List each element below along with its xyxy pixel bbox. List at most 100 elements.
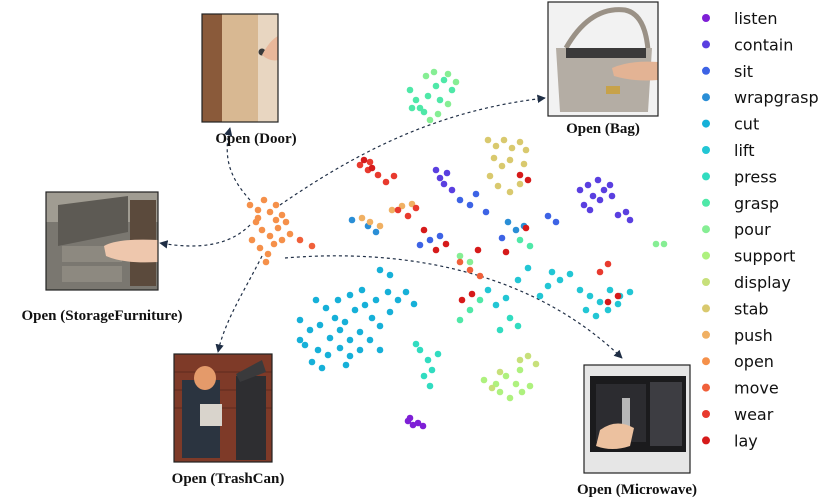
point-support-2: [502, 372, 510, 380]
point-support-1: [492, 380, 500, 388]
series-press: [412, 314, 522, 390]
point-cut-34: [342, 361, 350, 369]
point-open-7: [258, 226, 266, 234]
point-cut-31: [312, 296, 320, 304]
point-cut-9: [324, 351, 332, 359]
point-lift-11: [566, 270, 574, 278]
point-cut-21: [386, 308, 394, 316]
point-listen-2: [414, 419, 422, 427]
arrow-to-door: [224, 127, 251, 201]
point-stab-4: [516, 138, 524, 146]
point-cut-8: [314, 346, 322, 354]
point-wear-10: [604, 260, 612, 268]
legend-item-open: open: [702, 352, 774, 371]
point-cut-0: [296, 316, 304, 324]
point-lift-17: [502, 294, 510, 302]
point-cut-29: [334, 296, 342, 304]
point-open-18: [254, 214, 262, 222]
point-wrapgrasp-5: [372, 228, 380, 236]
point-pour-10: [466, 258, 474, 266]
point-cut-11: [346, 352, 354, 360]
legend-label-stab: stab: [734, 299, 769, 318]
point-lay-9: [614, 292, 622, 300]
point-pour-8: [660, 240, 668, 248]
point-pour-5: [434, 110, 442, 118]
point-stab-0: [484, 136, 492, 144]
point-sit-0: [456, 196, 464, 204]
point-grasp-11: [466, 306, 474, 314]
series-sit: [416, 190, 560, 249]
point-grasp-9: [408, 104, 416, 112]
photo-trashcan: [173, 353, 273, 463]
point-press-2: [428, 366, 436, 374]
legend-marker-sit: [702, 66, 710, 75]
caption-storagefurniture: Open (StorageFurniture): [22, 308, 183, 324]
point-cut-22: [394, 296, 402, 304]
point-grasp-2: [416, 104, 424, 112]
point-move-4: [476, 272, 484, 280]
legend-label-wrapgrasp: wrapgrasp: [734, 88, 819, 107]
series-listen: [404, 414, 427, 430]
point-press-9: [514, 322, 522, 330]
point-sit-5: [544, 212, 552, 220]
series-display: [488, 352, 540, 392]
legend-label-cut: cut: [734, 115, 759, 134]
point-open-17: [262, 258, 270, 266]
point-lay-3: [442, 240, 450, 248]
photo-microwave: [583, 364, 691, 474]
point-grasp-14: [526, 242, 534, 250]
point-lift-8: [604, 306, 612, 314]
point-cut-33: [386, 271, 394, 279]
point-move-3: [466, 266, 474, 274]
point-sit-6: [552, 218, 560, 226]
point-listen-1: [409, 421, 417, 429]
point-lift-15: [524, 264, 532, 272]
point-lift-18: [492, 301, 500, 309]
point-contain-13: [440, 180, 448, 188]
legend-item-listen: listen: [702, 9, 777, 28]
point-contain-15: [614, 211, 622, 219]
point-push-1: [366, 218, 374, 226]
point-stab-11: [506, 188, 514, 196]
legend-item-grasp: grasp: [702, 194, 779, 213]
legend-marker-display: [702, 278, 710, 286]
point-pour-4: [426, 116, 434, 124]
legend-marker-listen: [702, 14, 710, 22]
point-press-1: [424, 356, 432, 364]
photo-bag: [547, 1, 659, 117]
point-stab-5: [522, 146, 530, 154]
point-support-3: [512, 380, 520, 388]
point-press-7: [496, 326, 504, 334]
point-open-5: [278, 211, 286, 219]
series-wrapgrasp: [348, 216, 528, 236]
point-open-4: [272, 201, 280, 209]
series-contain: [432, 166, 634, 224]
point-cut-14: [296, 336, 304, 344]
point-lay-0: [360, 156, 368, 164]
point-open-15: [278, 236, 286, 244]
series-pour: [422, 68, 668, 266]
point-cut-23: [402, 288, 410, 296]
caption-trashcan: Open (TrashCan): [172, 471, 285, 487]
photo-storagefurniture: [45, 191, 159, 291]
arrow-to-storagefurniture: [159, 224, 251, 249]
point-contain-12: [443, 169, 451, 177]
point-open-0: [246, 201, 254, 209]
series-move: [296, 236, 484, 280]
legend-marker-open: [702, 357, 710, 366]
point-cut-1: [306, 326, 314, 334]
point-lay-2: [432, 246, 440, 254]
point-contain-17: [626, 216, 634, 224]
point-open-13: [264, 250, 272, 258]
point-sit-7: [426, 236, 434, 244]
point-press-5: [412, 340, 420, 348]
point-press-4: [426, 382, 434, 390]
legend-item-stab: stab: [702, 299, 769, 318]
point-sit-9: [416, 241, 424, 249]
point-press-3: [420, 372, 428, 380]
point-stab-8: [506, 156, 514, 164]
legend-marker-wrapgrasp: [702, 93, 710, 102]
legend-label-pour: pour: [734, 220, 771, 239]
point-lay-12: [420, 226, 428, 234]
